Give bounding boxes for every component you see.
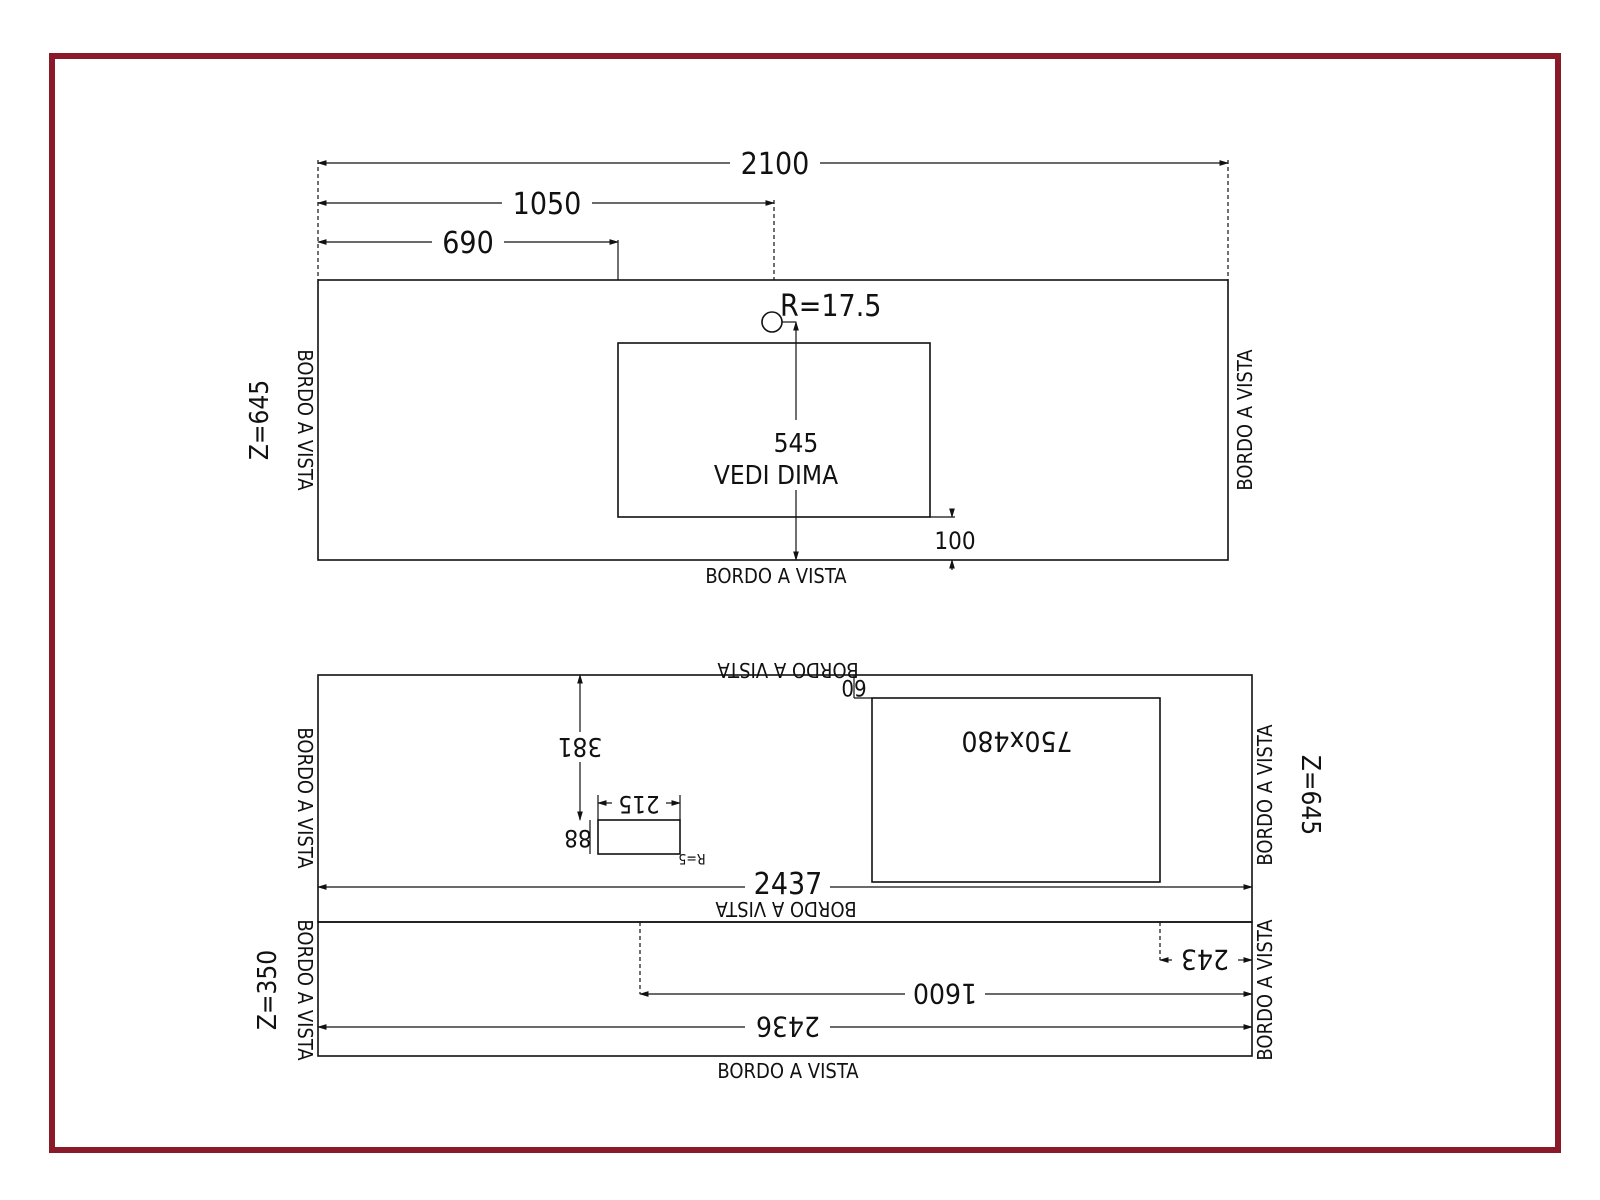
dim-690: 690 [442,226,494,261]
bottom-edge-bottom: BORDO A VISTA [717,1059,859,1083]
tap-hole [761,311,783,333]
top-slab-outline [317,279,1229,561]
top-edge-left: BORDO A VISTA [293,349,317,491]
middle-slab: BORDO A VISTA 60 750x480 381 215 88 R=5 … [293,658,1325,923]
dim-100: 100 [934,527,975,555]
top-edge-right: BORDO A VISTA [1233,349,1257,491]
dim-2436: 2436 [756,1010,820,1043]
small-cutout [597,819,681,855]
middle-edge-right: BORDO A VISTA [1253,724,1277,866]
radius-label: R=17.5 [780,289,881,324]
dim-60: 60 [841,674,866,699]
dim-243: 243 [1181,943,1229,976]
top-sink-cutout [617,342,931,518]
bottom-edge-left: BORDO A VISTA [293,919,317,1061]
middle-z-label: Z=645 [1295,755,1325,835]
radius-small-label: R=5 [678,850,705,866]
dim-215: 215 [618,790,659,818]
dim-2437: 2437 [754,867,823,902]
top-slab: 2100 1050 690 R=17.5 545 VEDI DIMA 100 B… [245,147,1257,588]
middle-edge-top: BORDO A VISTA [717,658,859,682]
drawing-frame [49,53,1561,1153]
bottom-slab-outline [317,921,1253,1057]
bottom-slab: 243 1600 2436 BORDO A VISTA BORDO A VIST… [253,919,1277,1083]
dim-88: 88 [564,824,591,852]
cutout-size: 750x480 [961,725,1072,758]
top-z-label: Z=645 [245,380,275,460]
dim-2100: 2100 [741,147,810,182]
dim-1050: 1050 [513,187,582,222]
dim-1600: 1600 [913,977,977,1010]
template-note: VEDI DIMA [714,461,838,491]
middle-edge-bottom: BORDO A VISTA [715,897,857,921]
dim-545: 545 [774,429,819,459]
middle-edge-left: BORDO A VISTA [293,727,317,869]
bottom-edge-right: BORDO A VISTA [1253,919,1277,1061]
middle-sink-cutout [871,697,1161,883]
top-edge-bottom: BORDO A VISTA [705,564,847,588]
bottom-z-label: Z=350 [253,950,283,1030]
dim-381: 381 [558,731,603,761]
